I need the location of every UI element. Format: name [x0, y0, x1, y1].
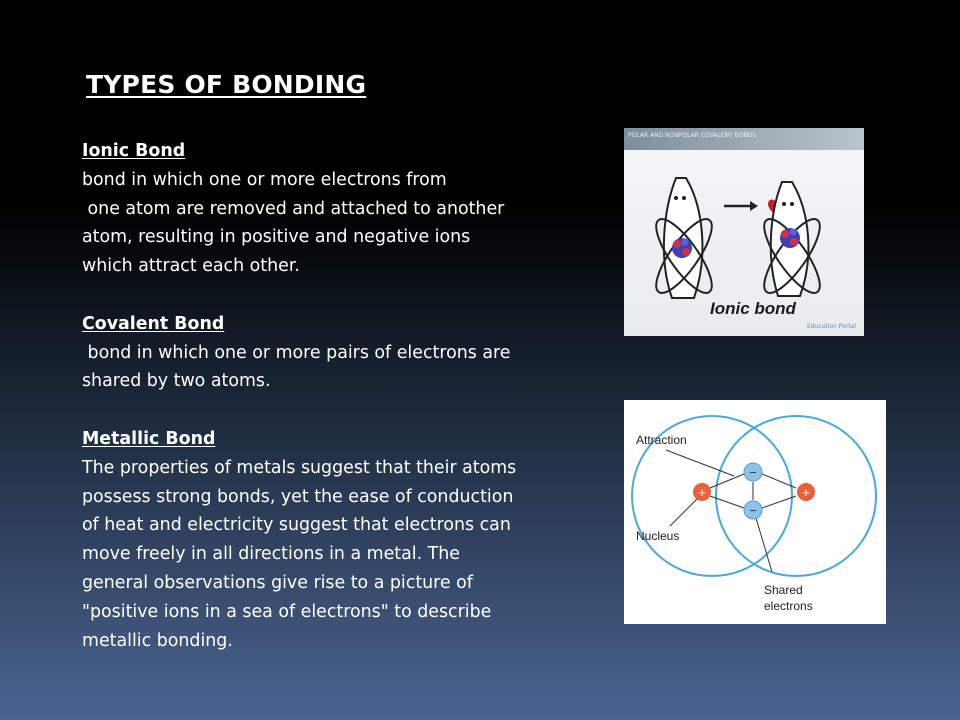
minus-sign: −: [749, 465, 757, 480]
metallic-bond-line: The properties of metals suggest that th…: [82, 457, 517, 478]
shared-label-line2: electrons: [764, 599, 813, 613]
attraction-label: Attraction: [636, 433, 687, 447]
plus-sign: +: [698, 485, 706, 500]
metallic-bond-heading: Metallic Bond: [82, 428, 216, 449]
ionic-bond-caption: Ionic bond: [710, 299, 797, 318]
covalent-bond-line: shared by two atoms.: [82, 371, 271, 392]
covalent-bond-line: bond in which one or more pairs of elect…: [82, 342, 511, 363]
metallic-bond-line: of heat and electricity suggest that ele…: [82, 515, 511, 536]
plus-sign: +: [802, 485, 810, 500]
metallic-bond-line: move freely in all directions in a metal…: [82, 544, 460, 565]
shared-electron-top: −: [743, 462, 763, 482]
attraction-arrows: [665, 449, 797, 573]
shared-electrons-drawing: + + − − Attraction Nucleus Shared electr…: [631, 415, 877, 613]
ionic-bond-drawing: Ionic bond: [655, 177, 821, 318]
metallic-bond-line: metallic bonding.: [82, 630, 233, 651]
ionic-bond-heading: Ionic Bond: [82, 141, 186, 161]
slide-body: Ionic Bond bond in which one or more ele…: [82, 137, 602, 655]
right-atom-figure: [763, 181, 821, 297]
image-header-bar: POLAR AND NONPOLAR COVALENT BONDS: [624, 128, 864, 150]
ionic-bond-line: atom, resulting in positive and negative…: [82, 227, 471, 248]
spacer: [82, 396, 602, 425]
image-header-text: POLAR AND NONPOLAR COVALENT BONDS: [628, 132, 757, 139]
slide-title: TYPES OF BONDING: [86, 70, 367, 99]
ionic-bond-image: POLAR AND NONPOLAR COVALENT BONDS: [624, 128, 864, 336]
metallic-bond-line: general observations give rise to a pict…: [82, 572, 473, 593]
metallic-bond-line: possess strong bonds, yet the ease of co…: [82, 486, 514, 507]
left-atom-figure: [655, 177, 713, 299]
transfer-arrow: [724, 201, 758, 211]
image-watermark: Education Portal: [806, 323, 856, 330]
ionic-bond-line: one atom are removed and attached to ano…: [82, 198, 505, 219]
metallic-bond-line: "positive ions in a sea of electrons" to…: [82, 601, 492, 622]
right-atom-circle: [715, 415, 877, 577]
minus-sign: −: [749, 503, 757, 518]
shared-electron-bottom: −: [743, 500, 763, 520]
left-nucleus: +: [693, 483, 711, 501]
shared-label-line1: Shared: [764, 583, 803, 597]
right-nucleus: +: [797, 483, 815, 501]
ionic-bond-line: bond in which one or more electrons from: [82, 169, 447, 190]
covalent-bond-heading: Covalent Bond: [82, 313, 225, 334]
left-atom-circle: [631, 415, 793, 577]
ionic-bond-line: which attract each other.: [82, 256, 300, 277]
shared-electrons-image: + + − − Attraction Nucleus Shared electr…: [624, 400, 886, 624]
spacer: [82, 281, 602, 310]
nucleus-label: Nucleus: [636, 529, 679, 543]
